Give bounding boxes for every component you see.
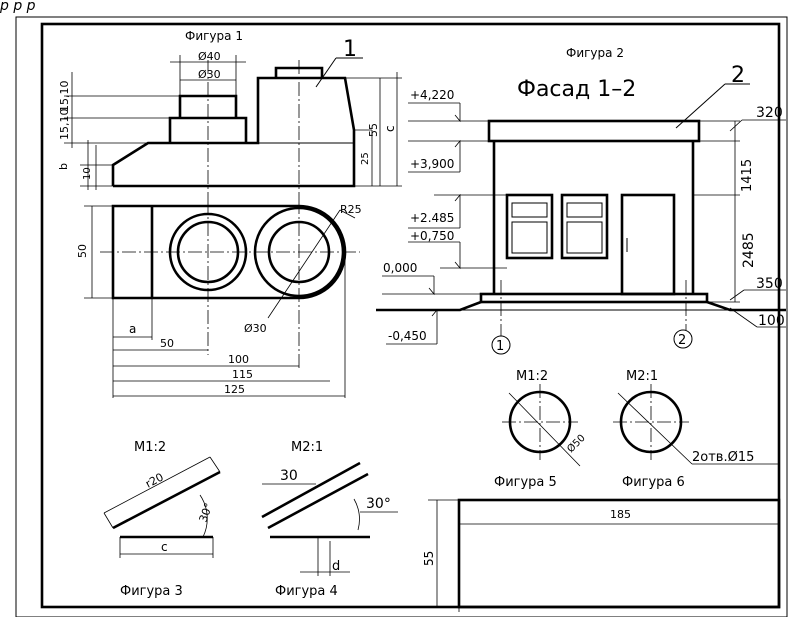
dim-2-holes-d15: 2отв.Ø15 [692, 450, 754, 465]
figure-3-title: Фигура 3 [120, 584, 183, 599]
figure-6-scale: M2:1 [626, 369, 658, 384]
figure-4: M2:1 30 30° d Фигура 4 [261, 440, 398, 599]
axis-2: 2 [678, 333, 686, 348]
dim-r20: r20 [143, 470, 165, 490]
level-minus-0450: -0,450 [388, 329, 427, 343]
figure-1: Фигура 1 1 Ø40 Ø30 15,10 15,10 b 10 [57, 29, 402, 398]
figure-2-heading: Фасад 1–2 [517, 77, 636, 102]
dim-b: b [57, 163, 70, 170]
dim-15-10-a: 15,10 [58, 81, 71, 113]
figure-6: M2:1 2отв.Ø15 Фигура 6 [613, 369, 778, 490]
dim-25: 25 [360, 152, 371, 165]
figure-2-title: Фигура 2 [566, 46, 624, 60]
level-2485: +2.485 [410, 211, 454, 225]
figure-4-scale: M2:1 [291, 440, 323, 455]
axis-1: 1 [496, 339, 504, 354]
dim-d: d [332, 559, 340, 574]
figure-6-title: Фигура 6 [622, 475, 685, 490]
dim-55: 55 [367, 123, 380, 137]
dim-30-fig4: 30 [280, 468, 298, 484]
dim-15-10-b: 15,10 [58, 109, 71, 141]
dim-d40: Ø40 [198, 50, 221, 63]
dim-c: c [383, 125, 397, 132]
figure-4-title: Фигура 4 [275, 584, 338, 599]
dim-d30-plan: Ø30 [244, 322, 267, 335]
dim-350: 350 [756, 276, 783, 292]
figure-1-leader-label: 1 [343, 37, 357, 62]
dim-125: 125 [224, 383, 245, 396]
dim-a: a [129, 322, 136, 336]
figure-5-scale: M1:2 [516, 369, 548, 384]
figure-3: M1:2 r20 30° c Фигура 3 [103, 440, 221, 599]
dim-100-ground: 100 [758, 313, 785, 329]
title-block: 55 185 [422, 498, 781, 612]
level-0750: +0,750 [410, 229, 454, 243]
figure-1-title: Фигура 1 [185, 29, 243, 43]
dim-r25: R25 [340, 203, 362, 216]
dim-c-fig3: c [161, 540, 168, 554]
header-text-fragment: р р р [0, 0, 36, 14]
dim-50: 50 [160, 337, 174, 350]
angle-30-fig3: 30° [197, 501, 216, 524]
dim-100: 100 [228, 353, 249, 366]
dim-1415: 1415 [740, 159, 755, 192]
dim-2485: 2485 [741, 232, 757, 268]
figure-2: Фигура 2 Фасад 1–2 2 1 2 [376, 46, 786, 355]
dim-50-vertical: 50 [76, 244, 89, 258]
angle-30-fig4: 30° [366, 496, 391, 512]
dim-115: 115 [232, 368, 253, 381]
figure-2-leader-label: 2 [731, 63, 745, 88]
dim-10: 10 [82, 167, 93, 180]
dim-55-block: 55 [422, 551, 436, 566]
dim-185: 185 [610, 508, 631, 521]
level-4220: +4,220 [410, 88, 454, 102]
level-3900: +3,900 [410, 157, 454, 171]
figure-3-scale: M1:2 [134, 440, 166, 455]
level-0000: 0,000 [383, 261, 417, 275]
dim-d30: Ø30 [198, 68, 221, 81]
figure-5: M1:2 Ø50 Фигура 5 [494, 369, 588, 490]
dim-320: 320 [756, 105, 783, 121]
figure-5-title: Фигура 5 [494, 475, 557, 490]
sheet-frame [15, 16, 788, 617]
